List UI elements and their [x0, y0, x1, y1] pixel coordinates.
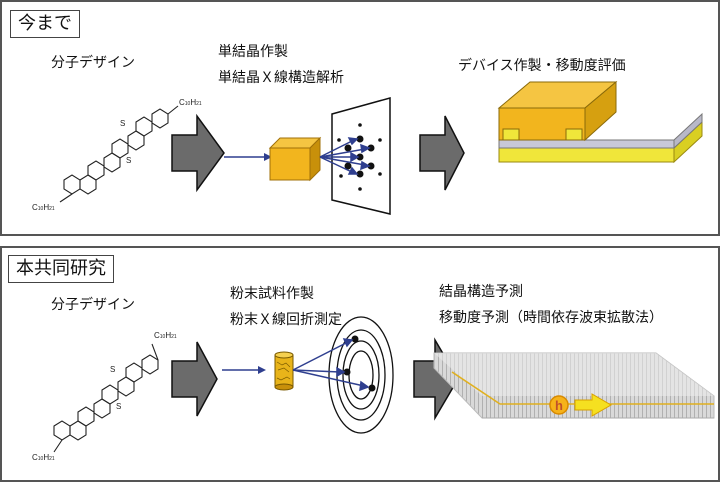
debye-scherrer-rings-icon	[328, 316, 394, 434]
single-crystal-cube-icon	[268, 136, 322, 182]
beam-arrowhead-icon	[258, 366, 266, 374]
process-arrow-icon	[419, 115, 465, 191]
molecule-structure-icon: S S C10H21 C10H21	[32, 331, 177, 462]
sulfur-atom-label: S	[116, 402, 121, 411]
top-diagram: S S C10H21 C10H21	[32, 80, 703, 215]
step-molecular-design-label: 分子デザイン	[51, 297, 135, 313]
step-powder-xrd-label: 粉末Ｘ線回折測定	[230, 312, 342, 328]
process-arrow-icon	[171, 113, 225, 193]
panel-this-collaboration: 本共同研究 分子デザイン 粉末試料作製 粉末Ｘ線回折測定 結晶構造予測 移動度予…	[0, 246, 720, 482]
step-single-crystal-growth-label: 単結晶作製	[218, 44, 288, 60]
drain-electrode-icon	[565, 128, 583, 141]
diffracted-beams	[319, 137, 371, 175]
step-mobility-prediction-label: 移動度予測（時間依存波束拡散法）	[439, 310, 663, 326]
thin-film-transistor-device-icon	[497, 80, 703, 164]
svg-text:C10H21: C10H21	[32, 203, 55, 212]
charge-transport-arrow-icon	[574, 393, 612, 417]
sulfur-atom-label: S	[110, 365, 115, 374]
powder-sample-cylinder-icon	[274, 351, 294, 391]
source-electrode-icon	[502, 128, 520, 141]
hole-symbol: h	[555, 398, 563, 413]
section-tag-collaboration: 本共同研究	[8, 255, 114, 283]
predicted-crystal-packing-slab-icon	[433, 352, 715, 419]
beam-arrowhead-icon	[264, 153, 272, 161]
section-tag-previous: 今まで	[10, 10, 80, 38]
step-device-mobility-label: デバイス作製・移動度評価	[458, 58, 626, 74]
svg-text:C10H21: C10H21	[154, 331, 177, 340]
svg-text:C10H21: C10H21	[179, 98, 202, 107]
step-powder-sample-label: 粉末試料作製	[230, 286, 314, 302]
molecule-structure-icon: S S C10H21 C10H21	[32, 98, 202, 212]
hole-carrier-icon: h	[549, 395, 569, 415]
step-crystal-structure-prediction-label: 結晶構造予測	[439, 284, 523, 300]
process-arrow-icon	[171, 341, 218, 417]
panel-previous-approach: 今まで 分子デザイン 単結晶作製 単結晶Ｘ線構造解析 デバイス作製・移動度評価 …	[0, 0, 720, 236]
svg-text:C10H21: C10H21	[32, 453, 55, 462]
step-single-crystal-xrd-label: 単結晶Ｘ線構造解析	[218, 70, 344, 86]
diffraction-spots	[343, 335, 376, 392]
diffraction-spots	[337, 123, 382, 191]
sulfur-atom-label: S	[126, 156, 131, 165]
bottom-diagram: S S C10H21 C10H21	[32, 316, 715, 462]
sulfur-atom-label: S	[120, 119, 125, 128]
step-molecular-design-label: 分子デザイン	[51, 55, 135, 71]
diffracted-beams	[292, 338, 370, 392]
